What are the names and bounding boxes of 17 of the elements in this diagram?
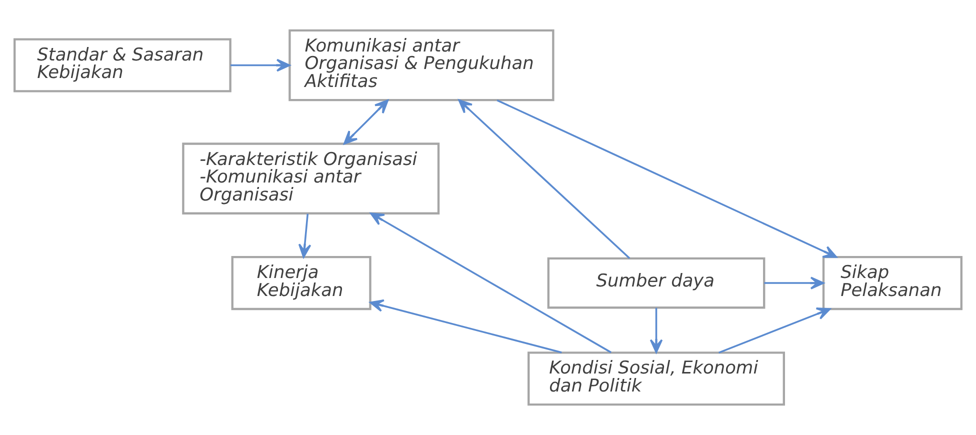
node-box: Sumber daya: [547, 257, 766, 309]
node-box: -Karakteristik Organisasi -Komunikasi antar Organisasi: [182, 142, 440, 214]
arrow: [370, 299, 562, 354]
arrow: [230, 58, 290, 72]
node-box: Sikap Pelaksanan: [822, 256, 962, 310]
node-box: Kondisi Sosial, Ekonomi dan Politik: [528, 352, 786, 406]
arrow: [718, 308, 831, 354]
arrow: [458, 99, 630, 259]
arrow: [344, 100, 389, 145]
arrow: [298, 214, 312, 258]
arrow: [650, 308, 663, 354]
node-box: Kinerja Kebijakan: [231, 256, 372, 310]
arrow: [370, 212, 612, 354]
arrow: [764, 276, 824, 290]
node-box: Komunikasi antar Organisasi & Pengukuhan Aktifitas: [288, 29, 554, 102]
node-box: Standar & Sasaran Kebijakan: [14, 38, 232, 92]
arrow: [496, 99, 838, 258]
